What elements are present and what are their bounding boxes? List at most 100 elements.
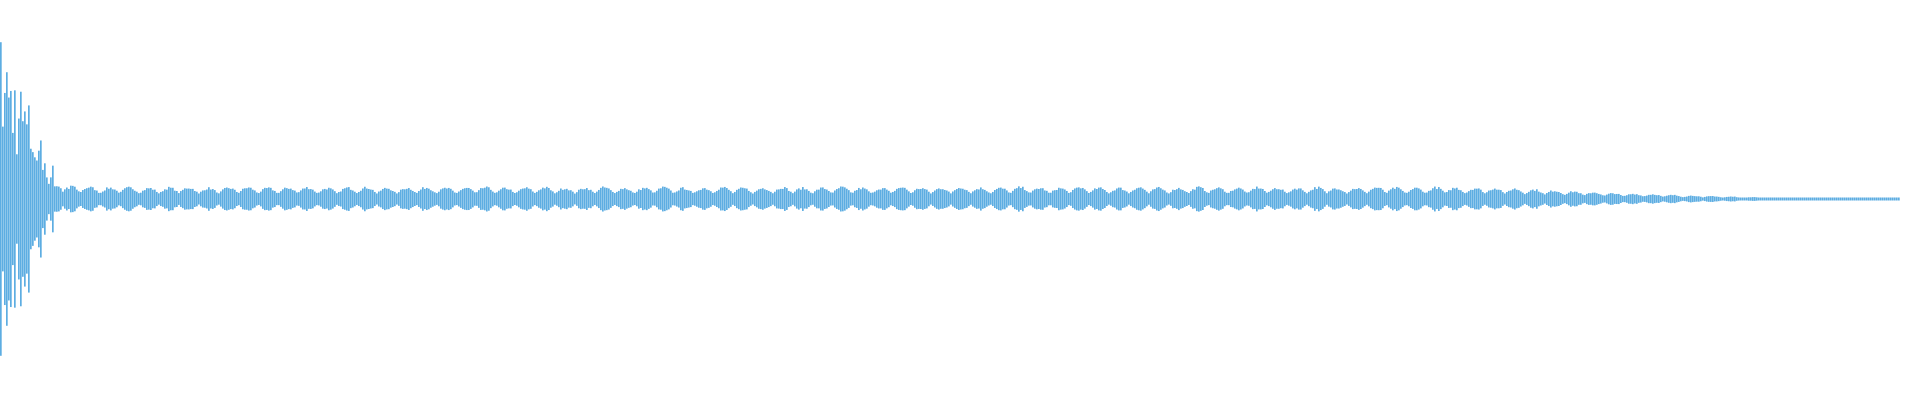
waveform-sample-bar bbox=[86, 188, 88, 210]
waveform-sample-bar bbox=[1460, 190, 1462, 208]
waveform-sample-bar bbox=[1794, 197, 1796, 201]
waveform-sample-bar bbox=[774, 191, 776, 207]
waveform-sample-bar bbox=[1074, 188, 1076, 210]
waveform-sample-bar bbox=[1448, 190, 1450, 208]
waveform-sample-bar bbox=[812, 193, 814, 205]
waveform-sample-bar bbox=[1630, 194, 1632, 204]
waveform-sample-bar bbox=[1716, 196, 1718, 202]
waveform-sample-bar bbox=[936, 189, 938, 209]
waveform-sample-bar bbox=[368, 188, 370, 210]
waveform-sample-bar bbox=[1536, 189, 1538, 209]
waveform-sample-bar bbox=[928, 191, 930, 207]
waveform-sample-bar bbox=[1588, 193, 1590, 205]
waveform-sample-bar bbox=[522, 188, 524, 210]
waveform-sample-bar bbox=[806, 189, 808, 209]
waveform-sample-bar bbox=[1416, 187, 1418, 211]
waveform-sample-bar bbox=[842, 186, 844, 212]
waveform-sample-bar bbox=[756, 190, 758, 208]
waveform-sample-bar bbox=[106, 187, 108, 211]
waveform-sample-bar bbox=[1052, 190, 1054, 208]
waveform-sample-bar bbox=[1608, 193, 1610, 205]
waveform-sample-bar bbox=[1148, 193, 1150, 205]
waveform-sample-bar bbox=[930, 193, 932, 205]
waveform-sample-bar bbox=[1060, 188, 1062, 210]
waveform-sample-bar bbox=[1420, 189, 1422, 209]
waveform-sample-bar bbox=[770, 191, 772, 207]
waveform-sample-bar bbox=[1204, 191, 1206, 207]
waveform-sample-bar bbox=[948, 191, 950, 207]
waveform-sample-bar bbox=[648, 189, 650, 209]
waveform-sample-bar bbox=[1800, 197, 1802, 201]
waveform-sample-bar bbox=[1082, 187, 1084, 211]
waveform-sample-bar bbox=[270, 187, 272, 211]
waveform-sample-bar bbox=[482, 188, 484, 210]
waveform-sample-bar bbox=[1890, 197, 1892, 201]
waveform-sample-bar bbox=[988, 192, 990, 206]
waveform-sample-bar bbox=[626, 189, 628, 209]
waveform-sample-bar bbox=[1788, 197, 1790, 201]
waveform-sample-bar bbox=[232, 188, 234, 210]
waveform-sample-bar bbox=[1564, 194, 1566, 204]
waveform-sample-bar bbox=[226, 187, 228, 211]
waveform-sample-bar bbox=[1482, 192, 1484, 206]
waveform-sample-bar bbox=[1004, 188, 1006, 210]
waveform-sample-bar bbox=[1384, 192, 1386, 206]
waveform-sample-bar bbox=[598, 189, 600, 209]
waveform-sample-bar bbox=[1854, 197, 1856, 201]
waveform-sample-bar bbox=[1832, 197, 1834, 201]
waveform-sample-bar bbox=[470, 189, 472, 209]
waveform-sample-bar bbox=[1580, 193, 1582, 205]
waveform-sample-bar bbox=[1474, 188, 1476, 210]
waveform-sample-bar bbox=[1326, 193, 1328, 205]
waveform-sample-bar bbox=[1202, 187, 1204, 211]
waveform-sample-bar bbox=[1402, 190, 1404, 208]
waveform-sample-bar bbox=[1540, 192, 1542, 206]
waveform-sample-bar bbox=[84, 189, 86, 209]
waveform-sample-bar bbox=[48, 183, 50, 215]
waveform-sample-bar bbox=[1662, 196, 1664, 202]
waveform-sample-bar bbox=[1216, 188, 1218, 210]
waveform-sample-bar bbox=[1086, 191, 1088, 207]
waveform-sample-bar bbox=[1020, 188, 1022, 210]
waveform-sample-bar bbox=[1064, 189, 1066, 209]
waveform-sample-bar bbox=[1802, 197, 1804, 201]
waveform-sample-bar bbox=[1068, 192, 1070, 206]
waveform-sample-bar bbox=[1740, 197, 1742, 201]
waveform-sample-bar bbox=[1510, 190, 1512, 208]
waveform-sample-bar bbox=[886, 189, 888, 209]
waveform-sample-bar bbox=[594, 193, 596, 205]
waveform-sample-bar bbox=[1570, 191, 1572, 207]
waveform-sample-bar bbox=[72, 185, 74, 213]
waveform-sample-bar bbox=[1706, 196, 1708, 202]
waveform-sample-bar bbox=[1620, 195, 1622, 203]
waveform-sample-bar bbox=[1654, 194, 1656, 204]
waveform-sample-bar bbox=[410, 189, 412, 209]
waveform-sample-bar bbox=[424, 188, 426, 210]
waveform-sample-bar bbox=[238, 192, 240, 206]
waveform-sample-bar bbox=[492, 191, 494, 207]
waveform-sample-bar bbox=[210, 189, 212, 209]
waveform-sample-bar bbox=[320, 191, 322, 207]
waveform-sample-bar bbox=[76, 189, 78, 209]
waveform-sample-bar bbox=[1534, 190, 1536, 208]
waveform-sample-bar bbox=[990, 193, 992, 205]
waveform-sample-bar bbox=[1182, 189, 1184, 209]
waveform-sample-bar bbox=[1616, 193, 1618, 205]
waveform-sample-bar bbox=[1618, 193, 1620, 205]
waveform-sample-bar bbox=[1092, 190, 1094, 208]
waveform-sample-bar bbox=[1342, 191, 1344, 207]
waveform-sample-bar bbox=[1742, 197, 1744, 201]
waveform-sample-bar bbox=[908, 191, 910, 207]
waveform-sample-bar bbox=[832, 192, 834, 206]
waveform-sample-bar bbox=[1152, 189, 1154, 209]
waveform-sample-bar bbox=[1144, 189, 1146, 209]
waveform-sample-bar bbox=[96, 190, 98, 208]
waveform-sample-bar bbox=[354, 191, 356, 207]
waveform-sample-bar bbox=[1118, 187, 1120, 211]
waveform-sample-bar bbox=[1688, 195, 1690, 203]
waveform-sample-bar bbox=[222, 189, 224, 209]
waveform-sample-bar bbox=[1070, 192, 1072, 206]
waveform-sample-bar bbox=[1744, 197, 1746, 201]
waveform-sample-bar bbox=[1862, 197, 1864, 201]
